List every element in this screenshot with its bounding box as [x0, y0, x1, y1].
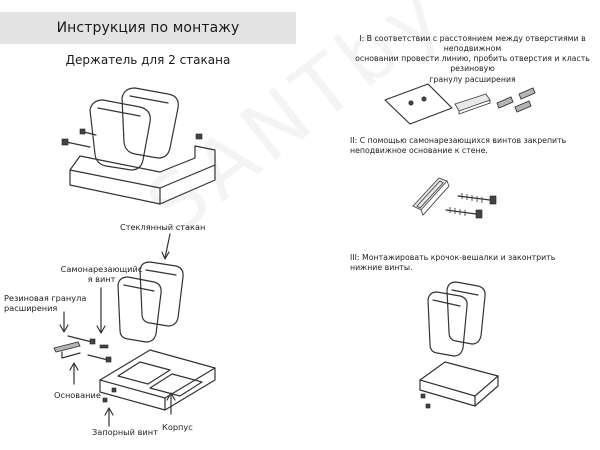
step1-illustration — [384, 83, 536, 125]
page-title: Инструкция по монтажу — [56, 20, 240, 36]
exploded-view — [53, 261, 216, 411]
label-granule: Резиновая гранула расширения — [4, 293, 87, 314]
label-glass: Стеклянный стакан — [120, 222, 206, 232]
step2-illustration — [412, 177, 497, 219]
step-2-text: II: С помощью самонарезающихся винтов за… — [350, 136, 567, 156]
header-bar: Инструкция по монтажу — [0, 12, 296, 44]
step-1-text: I: В соответствии с расстоянием между от… — [355, 34, 590, 84]
step3-illustration — [419, 281, 499, 409]
step-3-text: III: Монтажировать крочок-вешалки и зако… — [350, 253, 556, 273]
label-base: Основание — [54, 390, 101, 400]
product-subtitle: Держатель для 2 стакана — [65, 53, 231, 67]
label-body: Корпус — [162, 422, 193, 432]
product-illustration — [61, 87, 216, 205]
callout-arrows — [59, 233, 176, 427]
label-screw: Самонарезающийс я винт — [60, 264, 143, 285]
label-lock-screw: Запорный винт — [92, 427, 158, 437]
